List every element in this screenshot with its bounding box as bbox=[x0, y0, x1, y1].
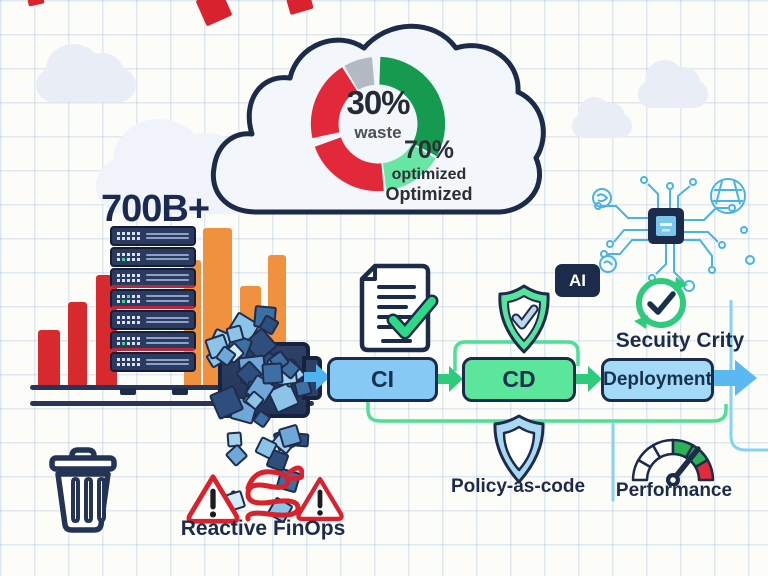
server-unit bbox=[110, 289, 196, 309]
server-foot bbox=[120, 388, 136, 395]
pipeline-stage-deployment: Deployment bbox=[601, 358, 714, 402]
waste-cube bbox=[283, 431, 302, 450]
pipeline-stage-ci: CI bbox=[327, 357, 438, 402]
server-unit bbox=[110, 247, 196, 267]
waste-cube bbox=[253, 435, 279, 461]
optimized-word: optimized bbox=[391, 166, 467, 183]
headline-stat: 700B+ bbox=[100, 188, 210, 230]
deployment-label: Deployment bbox=[603, 369, 712, 390]
arrow-right-icon bbox=[574, 366, 602, 392]
performance-caption: Performance bbox=[615, 480, 733, 501]
server-unit bbox=[110, 352, 196, 372]
optimized-callout: 70% optimized Optimized bbox=[374, 136, 484, 205]
arrow-right-icon bbox=[436, 366, 463, 392]
server-unit bbox=[110, 310, 196, 330]
spend-bar bbox=[68, 302, 87, 388]
arrow-right-icon bbox=[713, 360, 757, 396]
optimized-word-2: Optimized bbox=[385, 184, 473, 204]
reactive-finops-caption: Reactive FinOps bbox=[180, 517, 346, 540]
warning-triangle-icon bbox=[186, 474, 240, 524]
ai-badge: AI bbox=[555, 264, 600, 297]
waste-cube bbox=[271, 427, 300, 456]
trash-can-icon bbox=[49, 447, 117, 533]
chart-baseline bbox=[30, 385, 298, 390]
floor-line bbox=[30, 401, 314, 406]
red-confetti bbox=[27, 0, 45, 7]
pipeline-stage-cd: CD bbox=[462, 357, 576, 402]
policy-shield-icon bbox=[493, 414, 545, 484]
background-cloud-icon bbox=[572, 97, 632, 138]
optimized-percent: 70% bbox=[403, 136, 455, 164]
policy-caption: Policy-as-code bbox=[450, 476, 586, 497]
server-rack-icon bbox=[110, 226, 196, 373]
waste-cube bbox=[226, 430, 242, 447]
background-cloud-icon bbox=[36, 44, 136, 102]
server-unit bbox=[110, 268, 196, 288]
waste-percent: 30% bbox=[346, 84, 410, 121]
cloud-outline bbox=[210, 23, 546, 215]
waste-cube bbox=[294, 432, 309, 448]
donut-center-label: 30% waste bbox=[336, 84, 420, 143]
security-caption: Secuity Crity bbox=[615, 329, 745, 352]
waste-cube bbox=[272, 427, 297, 453]
security-cycle-check-icon bbox=[634, 277, 688, 329]
waste-word: waste bbox=[354, 123, 402, 142]
tangle-scribble-icon bbox=[245, 465, 304, 522]
ci-label: CI bbox=[371, 366, 394, 392]
cd-label: CD bbox=[502, 366, 536, 392]
server-unit bbox=[110, 331, 196, 351]
waste-cube bbox=[277, 423, 303, 449]
document-check-icon bbox=[359, 263, 439, 353]
shield-check-icon bbox=[498, 284, 550, 354]
warning-triangle-icon bbox=[296, 476, 344, 522]
server-foot bbox=[172, 388, 188, 395]
waste-bin bbox=[218, 342, 310, 418]
server-unit bbox=[110, 226, 196, 246]
ai-badge-label: AI bbox=[569, 270, 586, 290]
red-confetti bbox=[286, 0, 314, 15]
waste-donut-chart bbox=[310, 56, 446, 192]
arrow-right-icon bbox=[304, 364, 330, 390]
performance-gauge-icon bbox=[631, 438, 715, 486]
ai-circuit-icon bbox=[592, 176, 755, 292]
spend-bar bbox=[38, 330, 60, 388]
background-cloud-icon bbox=[638, 60, 708, 108]
